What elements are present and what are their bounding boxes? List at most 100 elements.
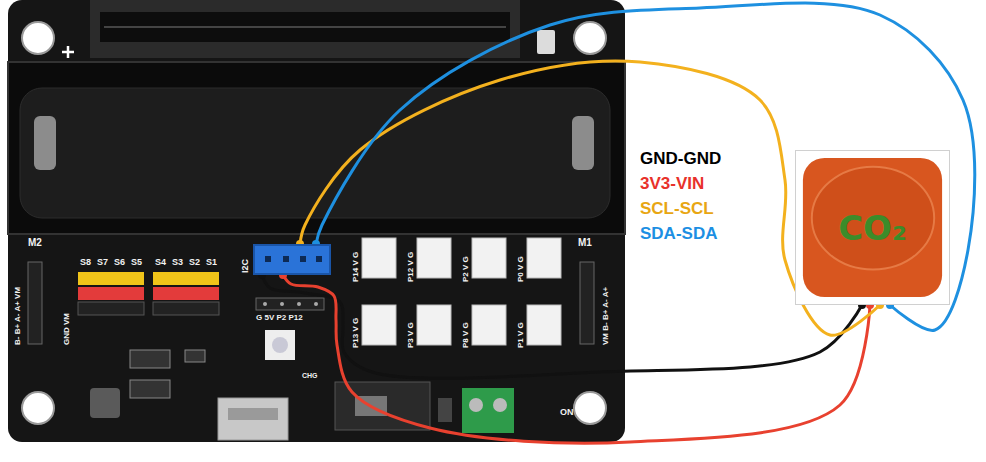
rgb-led: [265, 330, 295, 360]
pin-header: [314, 302, 318, 306]
sensor-name: CO₂: [838, 211, 907, 245]
port-label: I2C: [241, 259, 250, 273]
legend-text: SDA-SDA: [640, 224, 717, 243]
rgb-led: [265, 330, 295, 360]
rgb-led: [272, 337, 288, 353]
jst-connector: [417, 238, 451, 278]
pin-header: [280, 302, 284, 306]
motor-header: [580, 262, 594, 344]
legend-color: 3V3-VIN: [640, 174, 704, 193]
jst-connector: [362, 238, 561, 345]
silkscreen-label: P8 V G: [462, 322, 470, 348]
mounting-hole: [574, 22, 606, 54]
sensor-dome: [812, 167, 934, 270]
battery-holder: [572, 116, 594, 170]
battery-holder: [8, 62, 625, 234]
silkscreen-label: P2 V G: [462, 256, 470, 282]
reset-button: [537, 30, 555, 54]
silkscreen-label: P14 V G: [352, 252, 360, 282]
servo-headers: [78, 287, 144, 300]
servo-headers: [78, 272, 144, 285]
legend-entry: SDA-SDA: [640, 221, 721, 246]
silkscreen-label: P3 V G: [407, 322, 415, 348]
silkscreen-label: S7: [97, 258, 108, 267]
mounting-hole: [22, 392, 54, 424]
jumper-wire: [262, 275, 862, 378]
silkscreen-label: S2: [189, 258, 200, 267]
silkscreen-label: VM B- B+ A- A+: [602, 287, 610, 345]
legend-text: 3V3-VIN: [640, 174, 704, 193]
legend-entry: SCL-SCL: [640, 196, 721, 221]
servo-headers: [153, 302, 219, 315]
jst-connector: [362, 238, 396, 278]
jst-connector: [362, 305, 396, 345]
jumper-wire: [283, 275, 870, 443]
silkscreen-label: M2: [28, 238, 42, 248]
pin-header: [256, 298, 324, 310]
wire-end: [876, 301, 884, 309]
silkscreen-label: P13 V G: [352, 318, 360, 348]
servo-headers: [153, 287, 219, 300]
jst-connector: [472, 238, 506, 278]
silkscreen-label: P12 V G: [407, 252, 415, 282]
reset-button: [537, 30, 555, 54]
edge-connector-slot: [90, 0, 520, 58]
silkscreen-label: S4: [155, 258, 166, 267]
screw-terminal: [469, 398, 483, 412]
battery-holder: [8, 62, 625, 234]
battery-holder: [20, 88, 610, 218]
silkscreen-label: GND VM: [63, 313, 71, 345]
sensor-body: [803, 158, 942, 297]
i2c-port: I2C: [253, 244, 331, 275]
silkscreen-label: ON: [560, 408, 574, 417]
edge-connector-slot: [104, 26, 506, 28]
silkscreen-label: G 5V P2 P12: [256, 314, 303, 322]
motor-header: [28, 262, 594, 344]
silkscreen-label: S1: [206, 258, 217, 267]
screw-terminal: [462, 388, 514, 433]
legend-color: SCL-SCL: [640, 199, 714, 218]
legend: GND-GND 3V3-VIN SCL-SCL SDA-SDA: [640, 146, 721, 246]
servo-headers: [78, 272, 219, 315]
jst-connector: [417, 305, 451, 345]
legend-text: SCL-SCL: [640, 199, 714, 218]
wire-end: [312, 240, 320, 248]
sensor-illustration: [796, 151, 949, 304]
legend-color: GND-GND: [640, 149, 721, 168]
pin-header: [297, 302, 301, 306]
mounting-hole: [22, 22, 54, 54]
power-components: [185, 350, 205, 362]
micro-usb-port: [218, 398, 288, 440]
jst-connector: [472, 305, 506, 345]
servo-headers: [153, 272, 219, 285]
silkscreen-label: S3: [172, 258, 183, 267]
legend-entry: GND-GND: [640, 146, 721, 171]
silkscreen-label: S5: [131, 258, 142, 267]
screw-terminal: [462, 388, 514, 433]
silkscreen-label: S6: [114, 258, 125, 267]
power-components: [130, 350, 170, 368]
wire-end: [858, 301, 866, 309]
silkscreen-label: S8: [80, 258, 91, 267]
jst-connector: [527, 238, 561, 278]
screw-terminal: [493, 398, 507, 412]
power-switch: [335, 382, 452, 430]
wire-end: [279, 271, 287, 279]
pin-header: [256, 298, 324, 310]
jumper-wire: [316, 3, 975, 330]
wire-end: [296, 240, 304, 248]
pin-header: [263, 302, 267, 306]
silkscreen-label: M1: [578, 238, 592, 248]
jst-connector: [527, 305, 561, 345]
servo-headers: [78, 302, 144, 315]
silkscreen-label: P1 V G: [517, 322, 525, 348]
legend-text: GND-GND: [640, 149, 721, 168]
jumper-wire: [300, 61, 880, 335]
power-components: [90, 388, 120, 418]
wire-end: [886, 301, 894, 309]
power-components: [130, 380, 170, 398]
